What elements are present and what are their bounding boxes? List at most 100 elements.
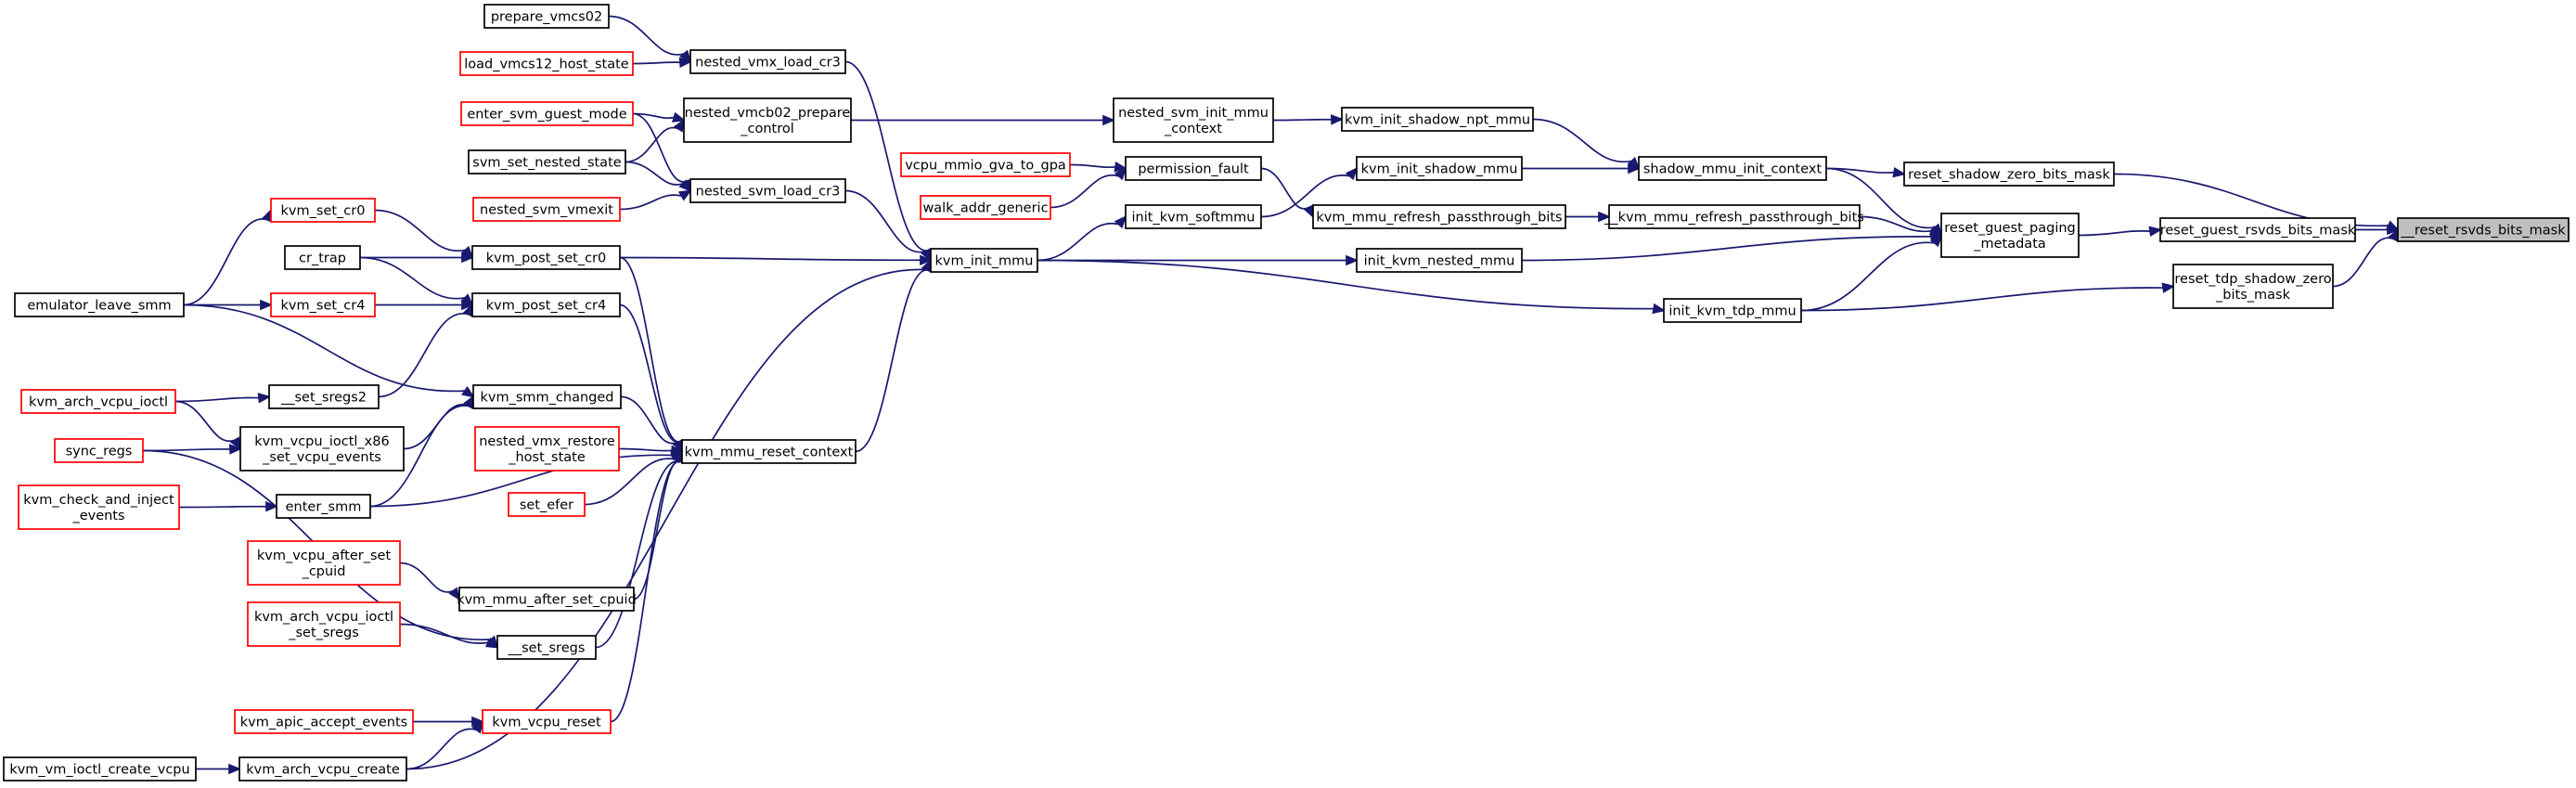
edge-nslc3-to-kim [844,189,933,263]
node-box [1113,97,1274,143]
node-label: nested_svm_load_cr3 [696,185,841,200]
node-vmgtg[interactable]: vcpu_mmio_gva_to_gpa [900,152,1071,177]
node-nslc3[interactable]: nested_svm_load_cr3 [689,178,846,203]
node-box [239,426,405,472]
node-rgrbm[interactable]: reset_guest_rsvds_bits_mask [2159,217,2356,242]
node-nvlc3[interactable]: nested_vmx_load_cr3 [689,49,846,74]
node-kaae[interactable]: kvm_apic_accept_events [234,709,414,734]
node-wag[interactable]: walk_addr_generic [920,195,1051,220]
node-box [683,97,852,143]
node-kvacs[interactable]: kvm_vcpu_after_set_cpuid [247,540,401,586]
node-label: kvm_init_mmu [935,254,1034,269]
node-box [247,540,401,586]
node-ssregs[interactable]: __set_sregs [496,635,597,660]
node-box [268,384,380,409]
arrowhead [1303,204,1314,219]
node-kpsc4[interactable]: kvm_post_set_cr4 [471,292,621,317]
node-ksmc[interactable]: kvm_smm_changed [472,384,622,409]
edge-kavi-to-kvix [174,400,242,451]
node-box [458,587,635,612]
arrowhead [2387,224,2401,236]
node-pf[interactable]: permission_fault [1125,156,1262,181]
arrowhead [1345,166,1359,181]
node-label: _set_vcpu_events [262,450,381,465]
node-box [1125,156,1262,181]
node-kisnm[interactable]: kvm_init_shadow_npt_mmu [1341,107,1534,132]
arrowhead [471,716,485,728]
node-box [20,389,176,414]
node-rtszbm[interactable]: reset_tdp_shadow_zero_bits_mask [2172,264,2334,309]
node-label: kvm_check_and_inject [23,493,174,508]
edge-esmm-to-kmrc [369,450,685,508]
node-label: kvm_vcpu_after_set [257,549,392,563]
arrowhead [1114,214,1127,229]
node-kmrc[interactable]: kvm_mmu_reset_context [681,439,857,464]
node-kvix[interactable]: kvm_vcpu_ioctl_x86_set_vcpu_events [239,426,405,472]
node-kscr4[interactable]: kvm_set_cr4 [270,292,376,317]
node-rszbm[interactable]: reset_shadow_zero_bits_mask [1903,161,2115,187]
node-kavis[interactable]: kvm_arch_vcpu_ioctl_set_sregs [247,601,401,647]
node-box [460,101,634,126]
node-pv02[interactable]: prepare_vmcs02 [483,4,610,29]
node-kim[interactable]: kvm_init_mmu [930,248,1038,273]
node-kmrpb[interactable]: kvm_mmu_refresh_passthrough_bits [1312,204,1566,229]
node-box [471,292,621,317]
edge-kpsc0-to-kim [619,254,934,266]
node-esmm[interactable]: enter_smm [276,494,371,519]
node-box [1638,156,1827,181]
node-sregs[interactable]: sync_regs [54,438,144,463]
node-label: _context [1164,122,1222,136]
node-crtrap[interactable]: cr_trap [284,245,361,270]
arrowhead [1102,114,1116,126]
node-nsvx[interactable]: nested_svm_vmexit [472,197,621,222]
node-label: shadow_mmu_init_context [1643,162,1823,177]
node-kmasc[interactable]: kvm_mmu_after_set_cpuid [457,587,637,612]
node-kvicv[interactable]: kvm_vm_ioctl_create_vcpu [3,756,197,782]
node-box [1663,298,1802,323]
node-label: cr_trap [299,252,346,266]
arrowhead [678,179,692,193]
node-nvrhs[interactable]: nested_vmx_restore_host_state [474,426,620,472]
arrowhead [460,293,474,307]
node-els[interactable]: emulator_leave_smm [14,292,185,317]
edge-rgpm-to-rgrbm [2078,226,2163,237]
edge-kscr4-to-kpsc4 [375,299,475,311]
node-rgpm[interactable]: reset_guest_paging_metadata [1940,213,2080,258]
edge-kaae-to-kvr [413,716,485,728]
node-kvr[interactable]: kvm_vcpu_reset [482,709,612,734]
node-box [508,492,586,517]
edge-rgrbm-to-root [2355,224,2401,236]
edge-kim-to-iktm [1037,259,1667,315]
node-label: load_vmcs12_host_state [464,58,629,72]
node-smic[interactable]: shadow_mmu_init_context [1638,156,1827,181]
node-iktm[interactable]: init_kvm_tdp_mmu [1663,298,1802,323]
node-kpsc0[interactable]: kvm_post_set_cr0 [471,245,621,270]
node-label: set_efer [520,498,573,513]
node-kcie[interactable]: kvm_check_and_inject_events [18,484,180,530]
node-kism[interactable]: kvm_init_shadow_mmu [1356,156,1523,181]
node-kavi[interactable]: kvm_arch_vcpu_ioctl [20,389,176,414]
node-label: enter_svm_guest_mode [467,108,626,123]
node-nsimc[interactable]: nested_svm_init_mmu_context [1113,97,1274,143]
node-lv12[interactable]: load_vmcs12_host_state [459,51,634,76]
node-ssregs2[interactable]: __set_sregs2 [268,384,380,409]
node-box [234,709,414,734]
node-ssns[interactable]: svm_set_nested_state [468,149,626,174]
node-kavc[interactable]: kvm_arch_vcpu_create [238,756,407,782]
node-label: init_kvm_tdp_mmu [1668,304,1796,319]
node-root[interactable]: __reset_rsvds_bits_mask [2397,217,2570,242]
node-kmrpb2[interactable]: __kvm_mmu_refresh_passthrough_bits [1604,204,1864,229]
node-label: init_kvm_softmmu [1132,211,1256,226]
node-sefer[interactable]: set_efer [508,492,586,517]
node-box [474,426,620,472]
node-kscr0[interactable]: kvm_set_cr0 [270,198,376,223]
node-iksm[interactable]: init_kvm_softmmu [1125,204,1262,229]
node-inm[interactable]: init_kvm_nested_mmu [1356,248,1523,273]
node-label: kvm_post_set_cr0 [486,252,607,266]
edge-els-to-kscr0 [183,208,272,306]
node-nvpc[interactable]: nested_vmcb02_prepare_control [683,97,852,143]
edge-pv02-to-nvlc3 [608,15,692,64]
node-box [2159,217,2356,242]
node-esgm[interactable]: enter_svm_guest_mode [460,101,634,126]
